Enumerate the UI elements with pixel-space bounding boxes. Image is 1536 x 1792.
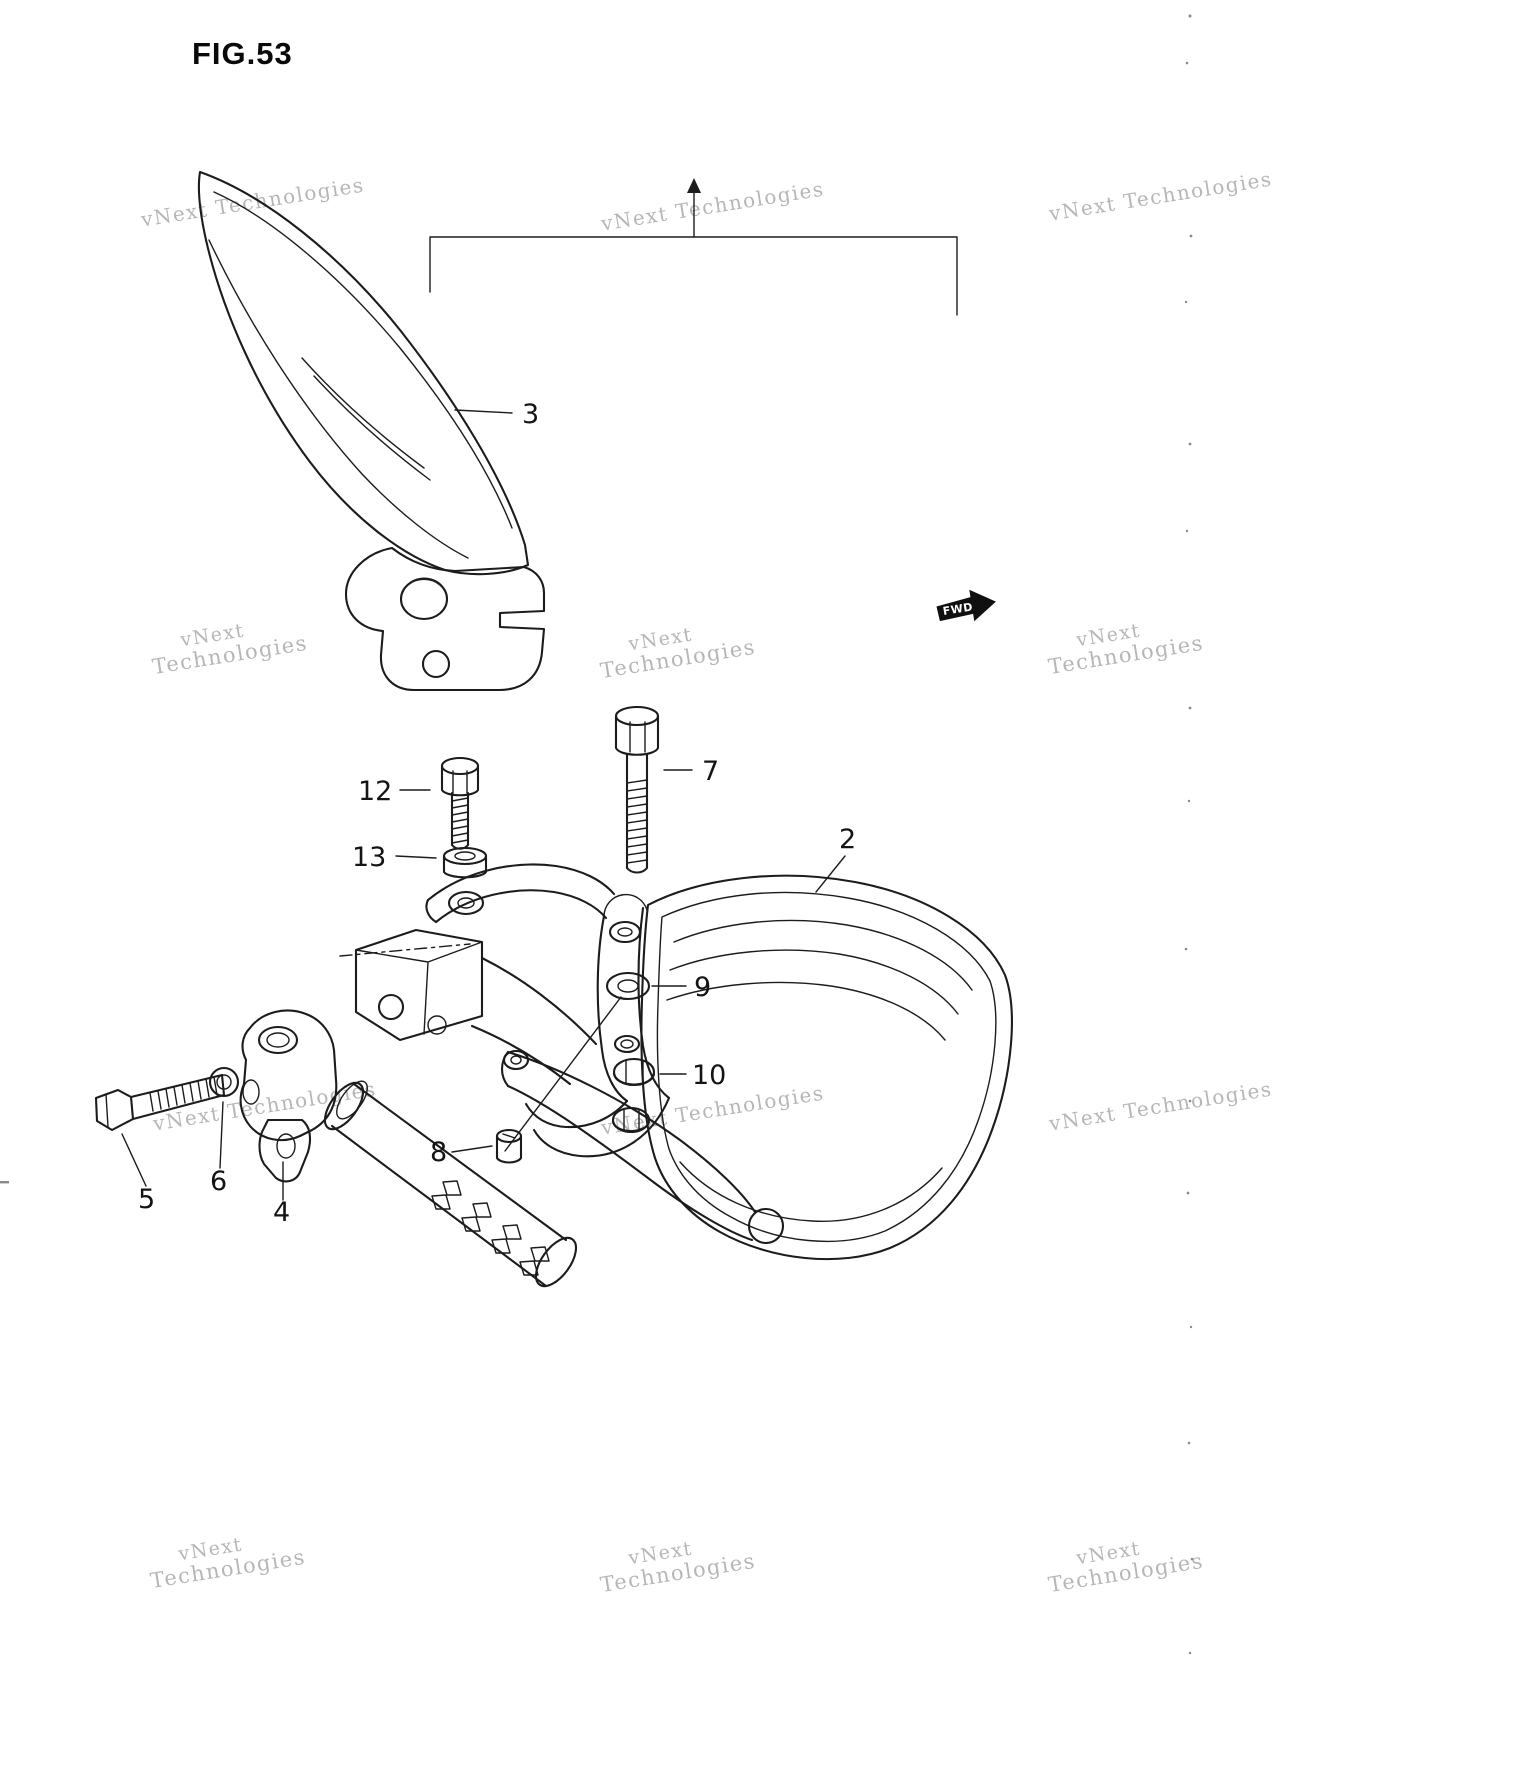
lower-nut bbox=[611, 1106, 651, 1134]
bracket-arm bbox=[425, 863, 648, 944]
part-label-7: 7 bbox=[702, 756, 719, 787]
part-4-holder bbox=[258, 1118, 312, 1183]
brake-lever bbox=[500, 1050, 785, 1245]
part-8-screw bbox=[495, 1128, 523, 1164]
fwd-arrow: FWD bbox=[936, 589, 996, 622]
part-label-8: 8 bbox=[430, 1137, 447, 1168]
lever-assembly bbox=[239, 928, 785, 1288]
leader-13 bbox=[395, 855, 437, 859]
part-label-2: 2 bbox=[839, 824, 856, 855]
part-6-washer bbox=[208, 1066, 240, 1098]
part-10-nut bbox=[612, 1057, 656, 1087]
part-label-13: 13 bbox=[352, 842, 386, 873]
fwd-label: FWD bbox=[942, 600, 974, 618]
scan-noise bbox=[0, 14, 1194, 1655]
part-12-bolt bbox=[440, 756, 480, 850]
grouping-bracket bbox=[429, 178, 958, 316]
handlebar-grip bbox=[323, 1080, 578, 1288]
part-5-bolt bbox=[94, 1073, 226, 1132]
up-arrow-icon bbox=[687, 178, 701, 193]
part-3-knuckle-cover-left bbox=[197, 170, 546, 692]
leader-5 bbox=[121, 1133, 147, 1187]
part-label-9: 9 bbox=[694, 972, 711, 1003]
part-label-4: 4 bbox=[273, 1197, 290, 1228]
leader-3 bbox=[454, 409, 513, 414]
figure-title: FIG.53 bbox=[192, 36, 293, 71]
part-label-6: 6 bbox=[210, 1166, 227, 1197]
part-7-bolt bbox=[614, 705, 660, 874]
leader-6 bbox=[219, 1101, 224, 1169]
part-label-5: 5 bbox=[138, 1184, 155, 1215]
part-label-12: 12 bbox=[358, 776, 392, 807]
part-2-knuckle-cover-right bbox=[524, 874, 1013, 1261]
part-label-10: 10 bbox=[692, 1060, 726, 1091]
part-label-3: 3 bbox=[522, 399, 539, 430]
leader-2 bbox=[815, 855, 846, 893]
part-9-washer bbox=[605, 971, 651, 1001]
axis-line bbox=[504, 996, 622, 1152]
leader-8 bbox=[451, 1145, 493, 1153]
